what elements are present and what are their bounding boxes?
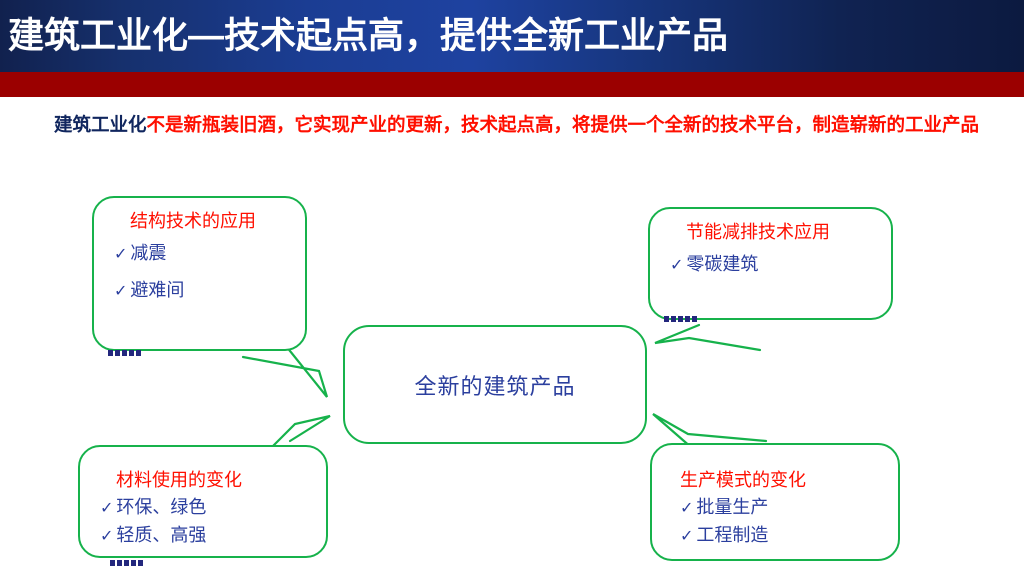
bubble-production-mode-change[interactable]: 生产模式的变化 ✓ 批量生产 ✓ 工程制造 bbox=[650, 443, 900, 561]
bubble-item-label: 零碳建筑 bbox=[686, 254, 759, 274]
bubble-content: 结构技术的应用 ✓ 减震 ✓ 避难间 bbox=[94, 198, 305, 349]
bubble-list-item: ✓ 工程制造 bbox=[680, 522, 884, 550]
bubble-item-label: 轻质、高强 bbox=[116, 524, 207, 545]
bubble-heading: 生产模式的变化 bbox=[680, 470, 806, 490]
bubble-item-label: 避难间 bbox=[130, 279, 185, 300]
check-icon: ✓ bbox=[100, 500, 114, 517]
ellipsis-dot bbox=[122, 350, 127, 356]
bubble-item-label: 减震 bbox=[130, 243, 167, 263]
bubble-structural-technology[interactable]: 结构技术的应用 ✓ 减震 ✓ 避难间 bbox=[92, 196, 307, 351]
bubble-list-item: ✓ 轻质、高强 bbox=[100, 522, 312, 550]
ellipsis-dot bbox=[671, 316, 676, 322]
bubble-ellipsis-energy bbox=[664, 316, 697, 322]
bubble-list-item: ✓ 零碳建筑 bbox=[670, 246, 877, 283]
red-accent-bar bbox=[0, 72, 1024, 97]
bubble-list-item: ✓ 减震 bbox=[114, 235, 291, 272]
check-icon: ✓ bbox=[680, 527, 694, 545]
ellipsis-dot bbox=[124, 560, 129, 566]
ellipsis-dot bbox=[110, 560, 115, 566]
check-icon: ✓ bbox=[100, 527, 114, 545]
ellipsis-dot bbox=[678, 316, 683, 322]
bubble-ellipsis-structural bbox=[108, 350, 141, 356]
bubble-content: 材料使用的变化 ✓ 环保、绿色 ✓ 轻质、高强 bbox=[80, 447, 326, 556]
ellipsis-dot bbox=[138, 560, 143, 566]
ellipsis-dot bbox=[664, 316, 669, 322]
subtitle-lead: 建筑工业化 bbox=[54, 114, 147, 135]
title-band: 建筑工业化—技术起点高，提供全新工业产品 bbox=[0, 0, 1024, 72]
check-icon: ✓ bbox=[680, 500, 694, 517]
ellipsis-dot bbox=[136, 350, 141, 356]
bubble-heading: 结构技术的应用 bbox=[130, 211, 256, 231]
bubble-energy-saving-technology[interactable]: 节能减排技术应用 ✓ 零碳建筑 bbox=[648, 207, 893, 320]
bubble-ellipsis-material bbox=[110, 560, 143, 566]
bubble-list-item: ✓ 环保、绿色 bbox=[100, 494, 312, 522]
bubble-content: 节能减排技术应用 ✓ 零碳建筑 bbox=[650, 209, 891, 318]
ellipsis-dot bbox=[108, 350, 113, 356]
bubble-list-item: ✓ 避难间 bbox=[114, 272, 291, 309]
ellipsis-dot bbox=[685, 316, 690, 322]
page-title: 建筑工业化—技术起点高，提供全新工业产品 bbox=[8, 14, 729, 56]
subtitle-rest: 不是新瓶装旧酒，它实现产业的更新，技术起点高，将提供一个全新的技术平台，制造崭新… bbox=[146, 114, 980, 135]
bubble-item-label: 环保、绿色 bbox=[116, 497, 207, 517]
bubble-material-usage-change[interactable]: 材料使用的变化 ✓ 环保、绿色 ✓ 轻质、高强 bbox=[78, 445, 328, 558]
check-icon: ✓ bbox=[114, 282, 128, 300]
subtitle-paragraph: 建筑工业化不是新瓶装旧酒，它实现产业的更新，技术起点高，将提供一个全新的技术平台… bbox=[18, 107, 1010, 143]
check-icon: ✓ bbox=[114, 246, 128, 263]
check-icon: ✓ bbox=[670, 257, 684, 274]
bubble-item-label: 工程制造 bbox=[696, 524, 769, 545]
ellipsis-dot bbox=[129, 350, 134, 356]
ellipsis-dot bbox=[117, 560, 122, 566]
ellipsis-dot bbox=[131, 560, 136, 566]
ellipsis-dot bbox=[692, 316, 697, 322]
bubble-item-label: 批量生产 bbox=[696, 497, 769, 517]
bubble-heading: 节能减排技术应用 bbox=[686, 222, 830, 242]
bubble-content: 生产模式的变化 ✓ 批量生产 ✓ 工程制造 bbox=[652, 445, 898, 559]
bubble-heading: 材料使用的变化 bbox=[116, 470, 242, 490]
center-node-label: 全新的建筑产品 bbox=[414, 373, 576, 399]
bubble-list-item: ✓ 批量生产 bbox=[680, 494, 884, 522]
center-node-new-building-product[interactable]: 全新的建筑产品 bbox=[343, 325, 647, 444]
ellipsis-dot bbox=[115, 350, 120, 356]
